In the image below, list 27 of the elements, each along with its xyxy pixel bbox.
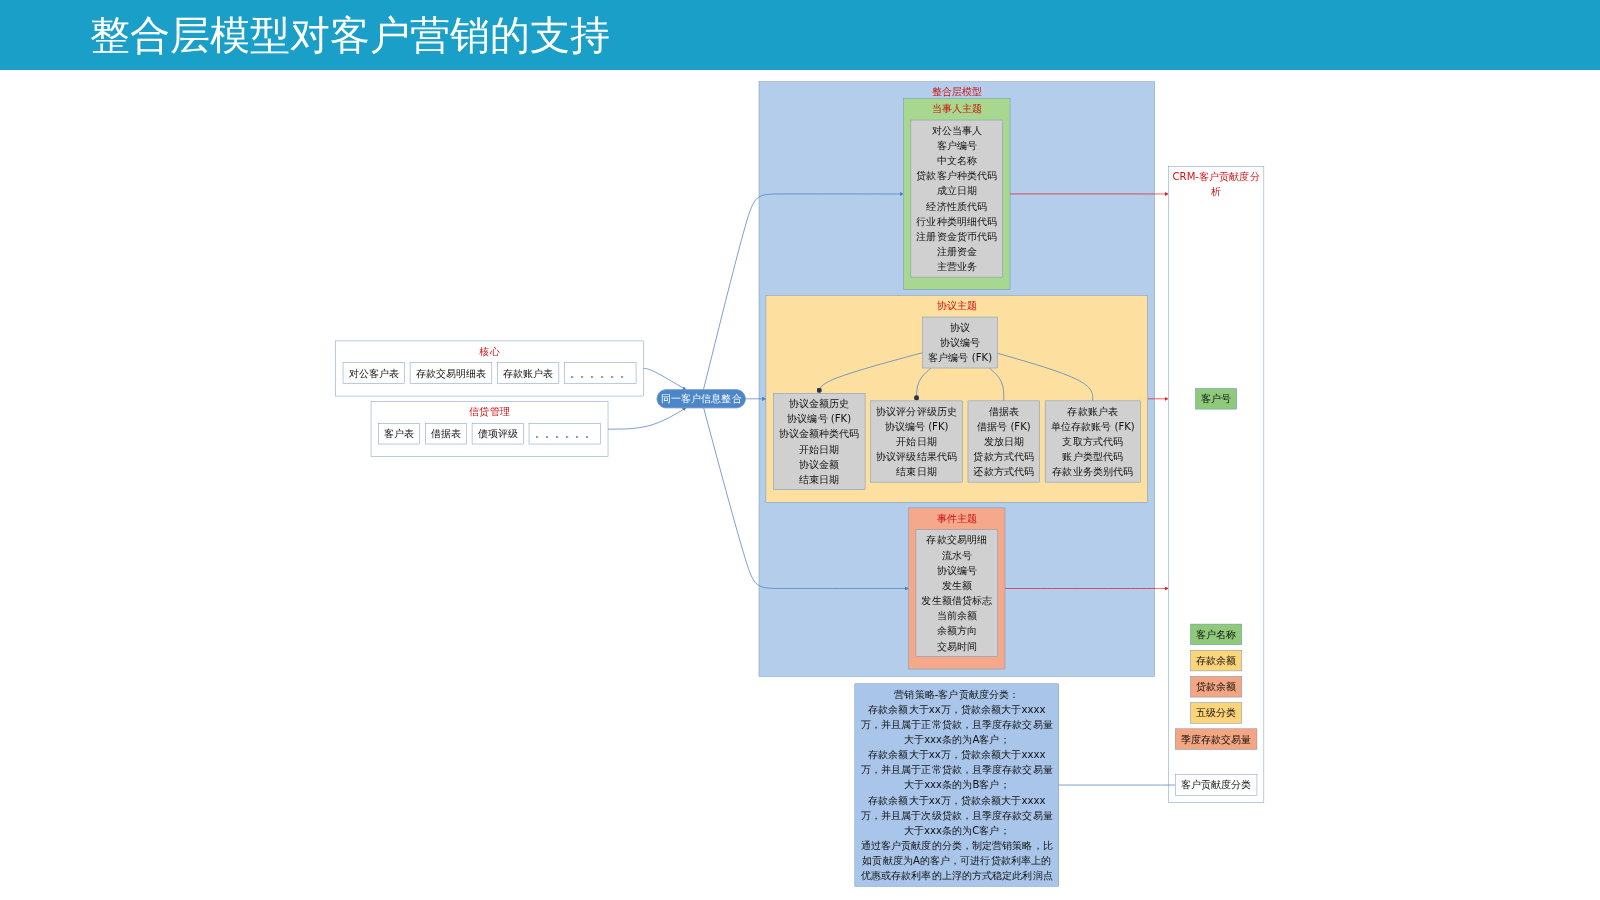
node-box: 存款交易明细 流水号 协议编号 发生额 发生额借贷标志 当前余额 余额方向 交易时间 xyxy=(915,529,999,657)
node-box: 贷款余额 xyxy=(1190,676,1243,698)
node-box: 五级分类 xyxy=(1190,702,1243,724)
node-box: 协议 协议编号 客户编号 (FK) xyxy=(922,316,999,369)
node-box: 客户名称 xyxy=(1190,623,1243,645)
node-box: 存款余额 xyxy=(1190,650,1243,672)
connector xyxy=(997,352,1094,402)
node-box: 客户贡献度分类 xyxy=(1175,774,1258,796)
node-box: 协议金额历史 协议编号 (FK) 协议金额种类代码 开始日期 协议金额 结束日期 xyxy=(773,393,866,490)
node-box: 客户表 xyxy=(378,423,421,445)
node-box: 借据表 xyxy=(425,423,468,445)
slide-title: 整合层模型对客户营销的支持 xyxy=(90,10,610,60)
node-box: 。。。。。。 xyxy=(529,423,602,445)
node-box: 借据表 借据号 (FK) 发放日期 贷款方式代码 还款方式代码 xyxy=(967,400,1041,483)
node-box: 营销策略-客户贡献度分类： 存款余额大于xx万，贷款余额大于xxxx万，并且属于正常贷款，且季度存款交易量大于xxx条的为A客户； 存款余额大于xx万，贷款余额大于xxxx万，并且属于正常贷款，且季度存款交易量大于xxx条的为B客户； 存款余额大于xx万，贷款余额大于xxxx万，并且属于次级贷款，且季度存款交易量大于xxx条的为C客户； 通过客户贡献度的分类，制定营销策略，比如贡献度为A的客户，可进行贷款利率上的优惠或存款利率的上浮的方式稳定此利润点 xyxy=(854,683,1060,887)
node-box: 季度存款交易量 xyxy=(1175,728,1258,750)
node-box: 存款账户表 单位存款账号 (FK) 支取方式代码 账户类型代码 存款业务类别代码 xyxy=(1045,400,1141,483)
node-box: 。。。。。。 xyxy=(564,362,637,384)
node-box: 债项评级 xyxy=(472,423,524,445)
connector xyxy=(989,367,1005,402)
node-box: 对公客户表 xyxy=(343,362,406,384)
node-box: 客户号 xyxy=(1195,388,1238,410)
node-box: 协议评分评级历史 协议编号 (FK) 开始日期 协议评级结果代码 结束日期 xyxy=(870,400,963,483)
connector xyxy=(1058,784,1176,786)
node-box: 对公当事人 客户编号 中文名称 贷款客户种类代码 成立日期 经济性质代码 行业种类明细代码 注册资金货币代码 注册资金 主营业务 xyxy=(910,119,1004,278)
node-box: 存款账户表 xyxy=(497,362,560,384)
node-box: 存款交易明细表 xyxy=(410,362,493,384)
